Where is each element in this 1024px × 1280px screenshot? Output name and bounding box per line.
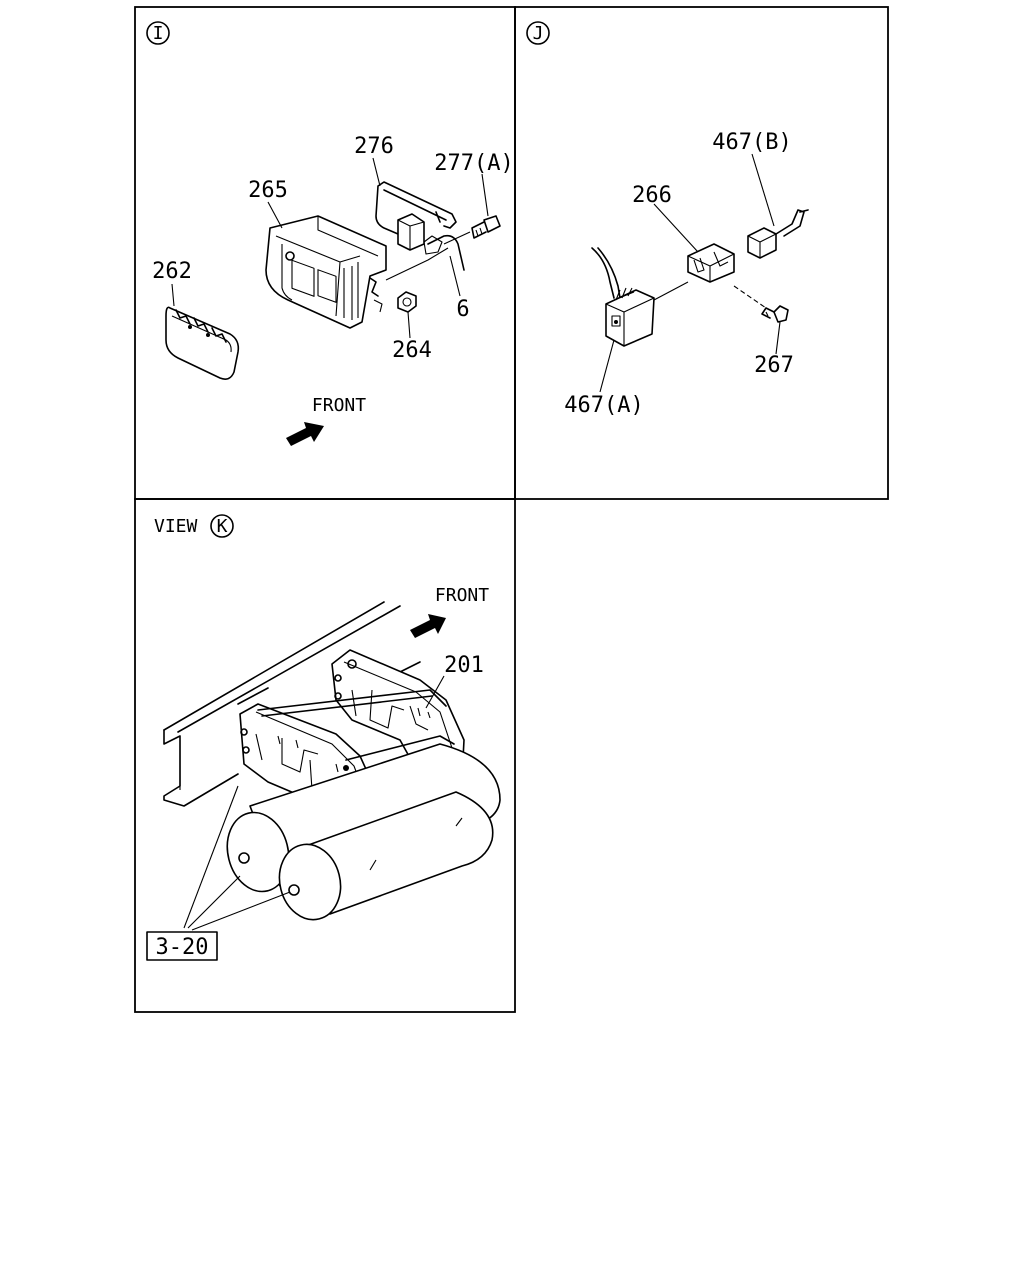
part-467b-connector <box>747 209 809 259</box>
panel-i-marker-circle <box>146 21 170 45</box>
label-266: 266 <box>632 183 672 208</box>
part-276-bracket <box>375 181 465 271</box>
label-201: 201 <box>444 653 484 678</box>
panel-k-marker: K <box>217 516 228 537</box>
part-265-relay-box <box>265 215 387 329</box>
front-arrow-k-icon <box>410 614 446 638</box>
front-arrow-i-icon <box>286 422 324 446</box>
label-467a: 467(A) <box>564 393 643 418</box>
part-277a-bolt <box>471 215 501 239</box>
label-262: 262 <box>152 259 192 284</box>
panel-k: VIEW K FRONT <box>146 514 501 961</box>
part-262-cover <box>165 306 240 380</box>
label-front-k: FRONT <box>435 585 489 606</box>
panel-frames <box>134 6 889 1013</box>
panel-j-marker-circle <box>526 21 550 45</box>
ref-box-3-20 <box>146 931 218 961</box>
label-264: 264 <box>392 338 432 363</box>
label-265: 265 <box>248 178 288 203</box>
panel-i: I <box>146 21 514 446</box>
panel-j-leaders <box>599 153 781 393</box>
panel-i-leaders <box>171 157 489 339</box>
part-264-nut <box>397 291 417 313</box>
panel-j: J <box>526 21 809 418</box>
part-266-clip <box>687 243 735 283</box>
panel-k-view-text: VIEW <box>154 516 198 537</box>
label-277a: 277(A) <box>434 151 513 176</box>
air-tanks <box>226 743 501 921</box>
panel-j-frame <box>514 6 889 500</box>
panel-i-marker: I <box>153 23 164 44</box>
panel-k-marker-circle <box>210 514 234 538</box>
label-front-i: FRONT <box>312 395 366 416</box>
label-276: 276 <box>354 134 394 159</box>
part-467a-connector <box>591 247 655 347</box>
panel-k-frame <box>134 498 516 1013</box>
frame-rail <box>163 601 421 807</box>
label-467b: 467(B) <box>712 130 791 155</box>
panel-j-marker: J <box>533 23 544 44</box>
part-267-screw <box>761 305 789 323</box>
panel-k-leaders <box>183 675 445 931</box>
label-ref-3-20: 3-20 <box>156 935 209 960</box>
label-6: 6 <box>456 297 469 322</box>
label-267: 267 <box>754 353 794 378</box>
